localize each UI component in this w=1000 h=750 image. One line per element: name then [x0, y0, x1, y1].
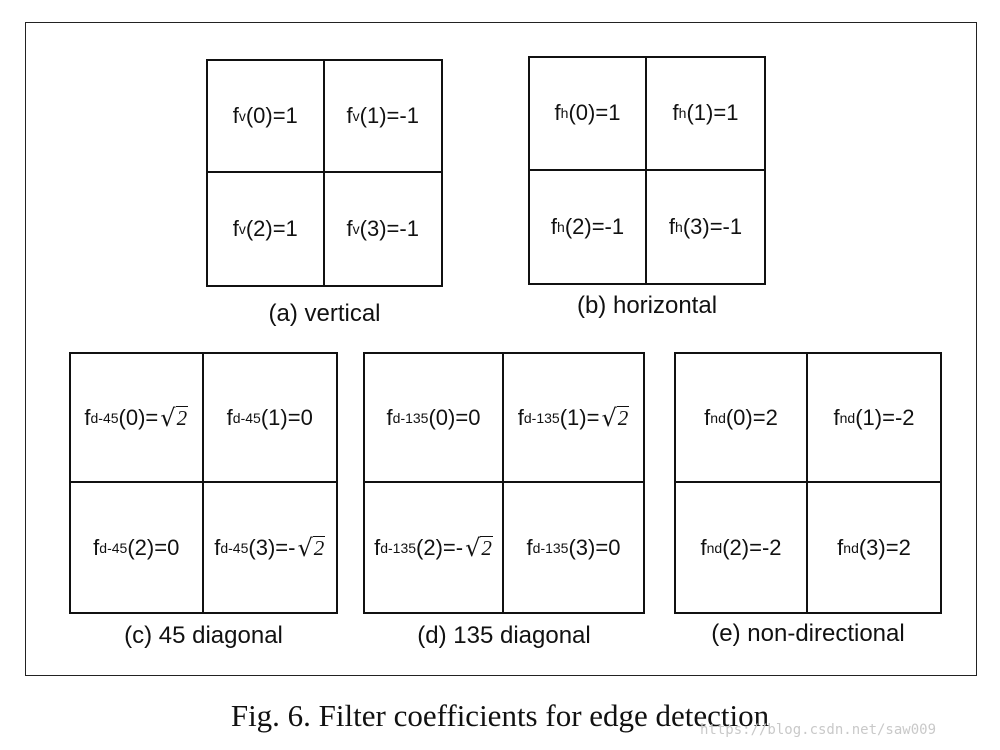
watermark: https://blog.csdn.net/saw009 — [700, 722, 937, 738]
sqrt-symbol: √2 — [465, 533, 493, 562]
sqrt-symbol: √2 — [160, 403, 189, 432]
panel-e-caption: (e) non-directional — [711, 620, 905, 647]
panel-d-caption: (d) 135 diagonal — [417, 622, 591, 649]
panel-a-caption: (a) vertical — [268, 300, 381, 327]
figure-caption: Fig. 6. Filter coefficients for edge det… — [230, 698, 770, 733]
panel-c-caption: (c) 45 diagonal — [124, 622, 283, 649]
sqrt-symbol: √2 — [601, 403, 630, 432]
panel-b-caption: (b) horizontal — [576, 292, 718, 319]
sqrt-symbol: √2 — [297, 533, 326, 562]
figure-frame — [25, 22, 977, 676]
